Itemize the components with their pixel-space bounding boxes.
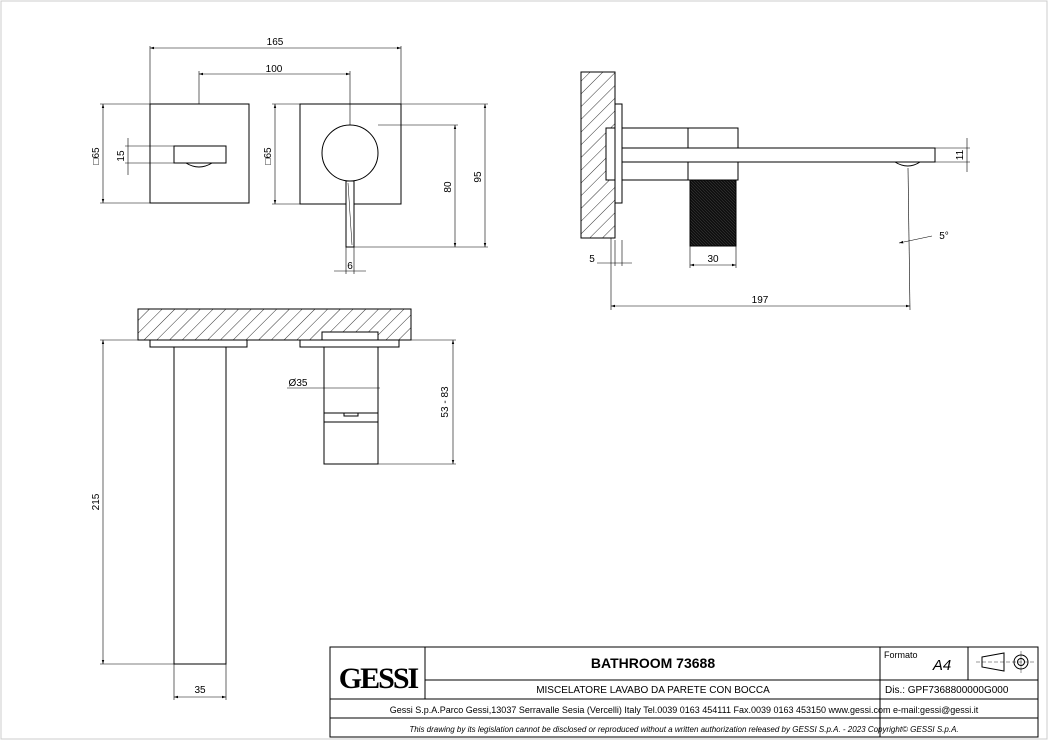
dim-15: 15: [116, 150, 127, 162]
left-handle: [173, 145, 227, 164]
dim-95: 95: [473, 171, 484, 183]
dim-30: 30: [707, 254, 719, 265]
company-line: Gessi S.p.A.Parco Gessi,13037 Serravalle…: [390, 705, 979, 715]
drawing-description: MISCELATORE LAVABO DA PARETE CON BOCCA: [536, 685, 770, 696]
projection-symbol: [981, 652, 1005, 672]
top-view: [100, 308, 456, 700]
dim-11: 11: [955, 149, 966, 160]
dim-53-83: 53 - 83: [440, 386, 451, 418]
top-spout: [173, 346, 227, 665]
dim-215: 215: [91, 493, 102, 510]
lever-knob: [321, 124, 379, 182]
dim-diameter-35: Ø35: [289, 378, 308, 389]
dim-197: 197: [752, 295, 769, 306]
drawing-title: BATHROOM 73688: [591, 655, 715, 671]
drawing-number: Dis.: GPF7368800000G000: [885, 685, 1009, 696]
side-plate: [614, 103, 623, 204]
knurled-grip: [689, 179, 737, 247]
left-plate: [149, 103, 250, 204]
dim-6: 6: [347, 261, 353, 272]
side-spout: [621, 147, 936, 163]
dim-35: 35: [194, 685, 206, 696]
formato-value: A4: [932, 657, 951, 674]
dim-65-right: □65: [263, 147, 274, 165]
top-grip: [323, 421, 379, 465]
side-view: [580, 71, 970, 311]
top-body: [323, 346, 379, 414]
dim-165: 165: [267, 37, 284, 48]
dim-65-left: □65: [91, 147, 102, 165]
copyright-line: This drawing by its legislation cannot b…: [409, 725, 958, 734]
front-view: [100, 46, 488, 274]
formato-label: Formato: [884, 650, 918, 660]
dim-5: 5: [589, 254, 595, 265]
dim-80: 80: [443, 181, 454, 193]
dim-angle-5: 5°: [939, 231, 949, 242]
dim-100: 100: [266, 64, 283, 75]
title-block: [329, 646, 1039, 738]
company-logo: GESSI: [339, 662, 419, 695]
